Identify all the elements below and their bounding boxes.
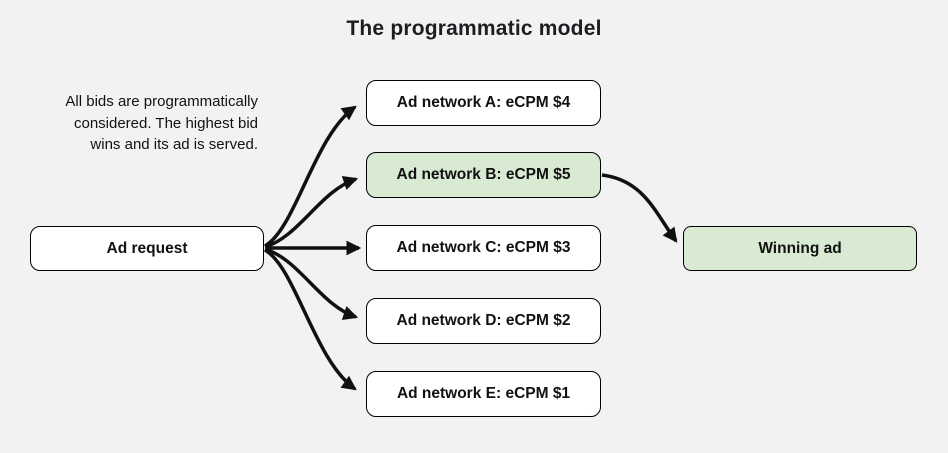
- node-network-a: Ad network A: eCPM $4: [366, 80, 601, 126]
- node-label: Winning ad: [758, 239, 842, 257]
- arrow-ad-request-to-network-d: [264, 247, 359, 321]
- node-label: Ad network C: eCPM $3: [396, 239, 571, 256]
- node-label: Ad network E: eCPM $1: [396, 385, 571, 402]
- arrow-ad-request-to-network-e: [264, 248, 357, 391]
- node-label: Ad network D: eCPM $2: [396, 312, 571, 329]
- node-ad-request: Ad request: [30, 226, 264, 271]
- arrow-network-b-to-winning-ad: [601, 173, 678, 243]
- node-network-b: Ad network B: eCPM $5: [366, 152, 601, 198]
- arrow-ad-request-to-network-a: [264, 105, 357, 248]
- description-text: All bids are programmatically considered…: [65, 93, 258, 153]
- node-network-e: Ad network E: eCPM $1: [366, 371, 601, 417]
- node-label: Ad network A: eCPM $4: [396, 94, 571, 111]
- arrow-ad-request-to-network-b: [264, 175, 359, 249]
- node-label: Ad network B: eCPM $5: [396, 166, 571, 183]
- node-label: Ad request: [106, 239, 188, 257]
- page-title: The programmatic model: [346, 17, 602, 40]
- node-network-d: Ad network D: eCPM $2: [366, 298, 601, 344]
- node-network-c: Ad network C: eCPM $3: [366, 225, 601, 271]
- node-winning-ad: Winning ad: [683, 226, 917, 271]
